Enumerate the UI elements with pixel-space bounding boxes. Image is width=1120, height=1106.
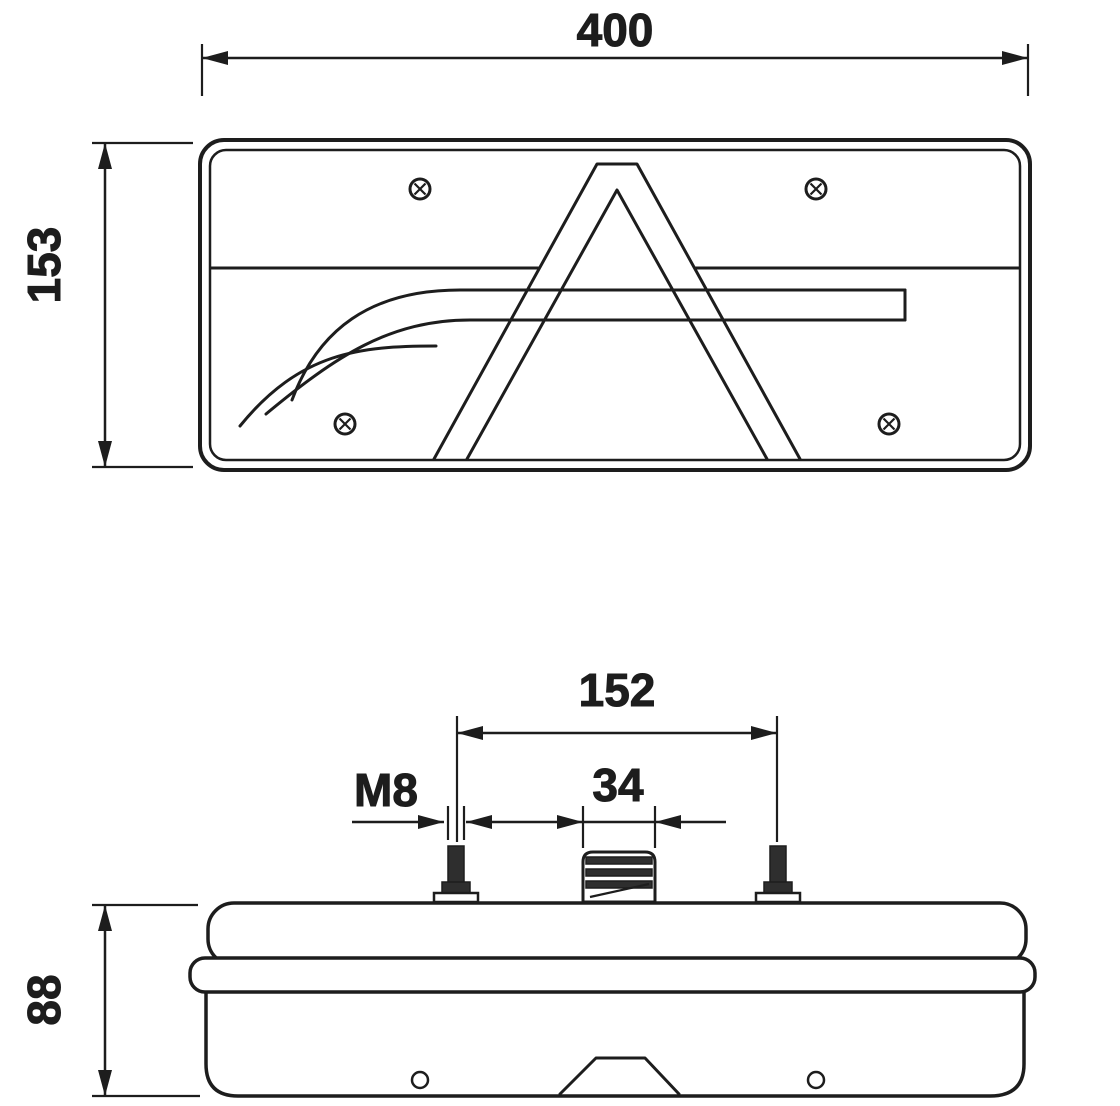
drain-hole-left	[410, 1070, 430, 1090]
drawing-ink: 400 153	[18, 4, 1037, 1098]
dimension-stud-thread-m8: M8	[352, 764, 466, 840]
swoosh-line-top	[290, 288, 907, 402]
side-view: 152 34 M8 8	[18, 664, 1037, 1098]
swoosh-line-middle	[264, 318, 907, 416]
triangle-inner	[465, 188, 769, 461]
dimension-label-connector-width: 34	[592, 759, 644, 811]
housing-flange	[188, 956, 1037, 994]
housing-top-profile	[206, 901, 1028, 967]
bottom-bracket	[558, 1056, 681, 1096]
triangle-outer	[432, 162, 802, 461]
stud-washer	[432, 891, 480, 904]
screw-slot	[809, 182, 823, 196]
connector-rib	[585, 868, 653, 877]
stud-washer	[754, 891, 802, 904]
screw-top-left	[408, 177, 432, 201]
swoosh-line-bottom	[238, 344, 438, 428]
front-view: 400 153	[18, 4, 1032, 472]
screw-head	[408, 177, 432, 201]
housing-lower-profile	[204, 989, 1026, 1098]
dimension-width-400: 400	[200, 4, 1030, 96]
lamp-inner-outline	[208, 148, 1022, 462]
dimension-label-stud-spacing: 152	[579, 664, 656, 716]
dimension-height-88: 88	[18, 903, 200, 1098]
mounting-stud-right	[754, 845, 802, 904]
screw-slot	[882, 417, 896, 431]
dimension-connector-34: 34	[466, 759, 726, 848]
screw-head	[877, 412, 901, 436]
dimension-height-153: 153	[18, 141, 193, 469]
dimension-label-height: 153	[18, 227, 70, 304]
screw-head	[804, 177, 828, 201]
screw-top-right	[804, 177, 828, 201]
connector-rib	[585, 856, 653, 865]
connector-latch	[589, 882, 650, 899]
dimension-label-height: 88	[18, 974, 70, 1025]
stud-shaft	[769, 845, 787, 885]
screw-head	[333, 412, 357, 436]
dimension-stud-spacing-152: 152	[455, 664, 779, 842]
mounting-stud-left	[432, 845, 480, 904]
stud-shaft	[447, 845, 465, 885]
dimension-label-width: 400	[577, 4, 654, 56]
electrical-connector	[581, 850, 657, 904]
connector-rib	[585, 880, 653, 889]
lamp-outer-outline	[198, 138, 1032, 472]
screw-bottom-right	[877, 412, 901, 436]
dimension-label-stud-thread: M8	[354, 764, 418, 816]
screw-slot	[338, 417, 352, 431]
screw-bottom-left	[333, 412, 357, 436]
drain-hole-right	[806, 1070, 826, 1090]
screw-slot	[413, 182, 427, 196]
